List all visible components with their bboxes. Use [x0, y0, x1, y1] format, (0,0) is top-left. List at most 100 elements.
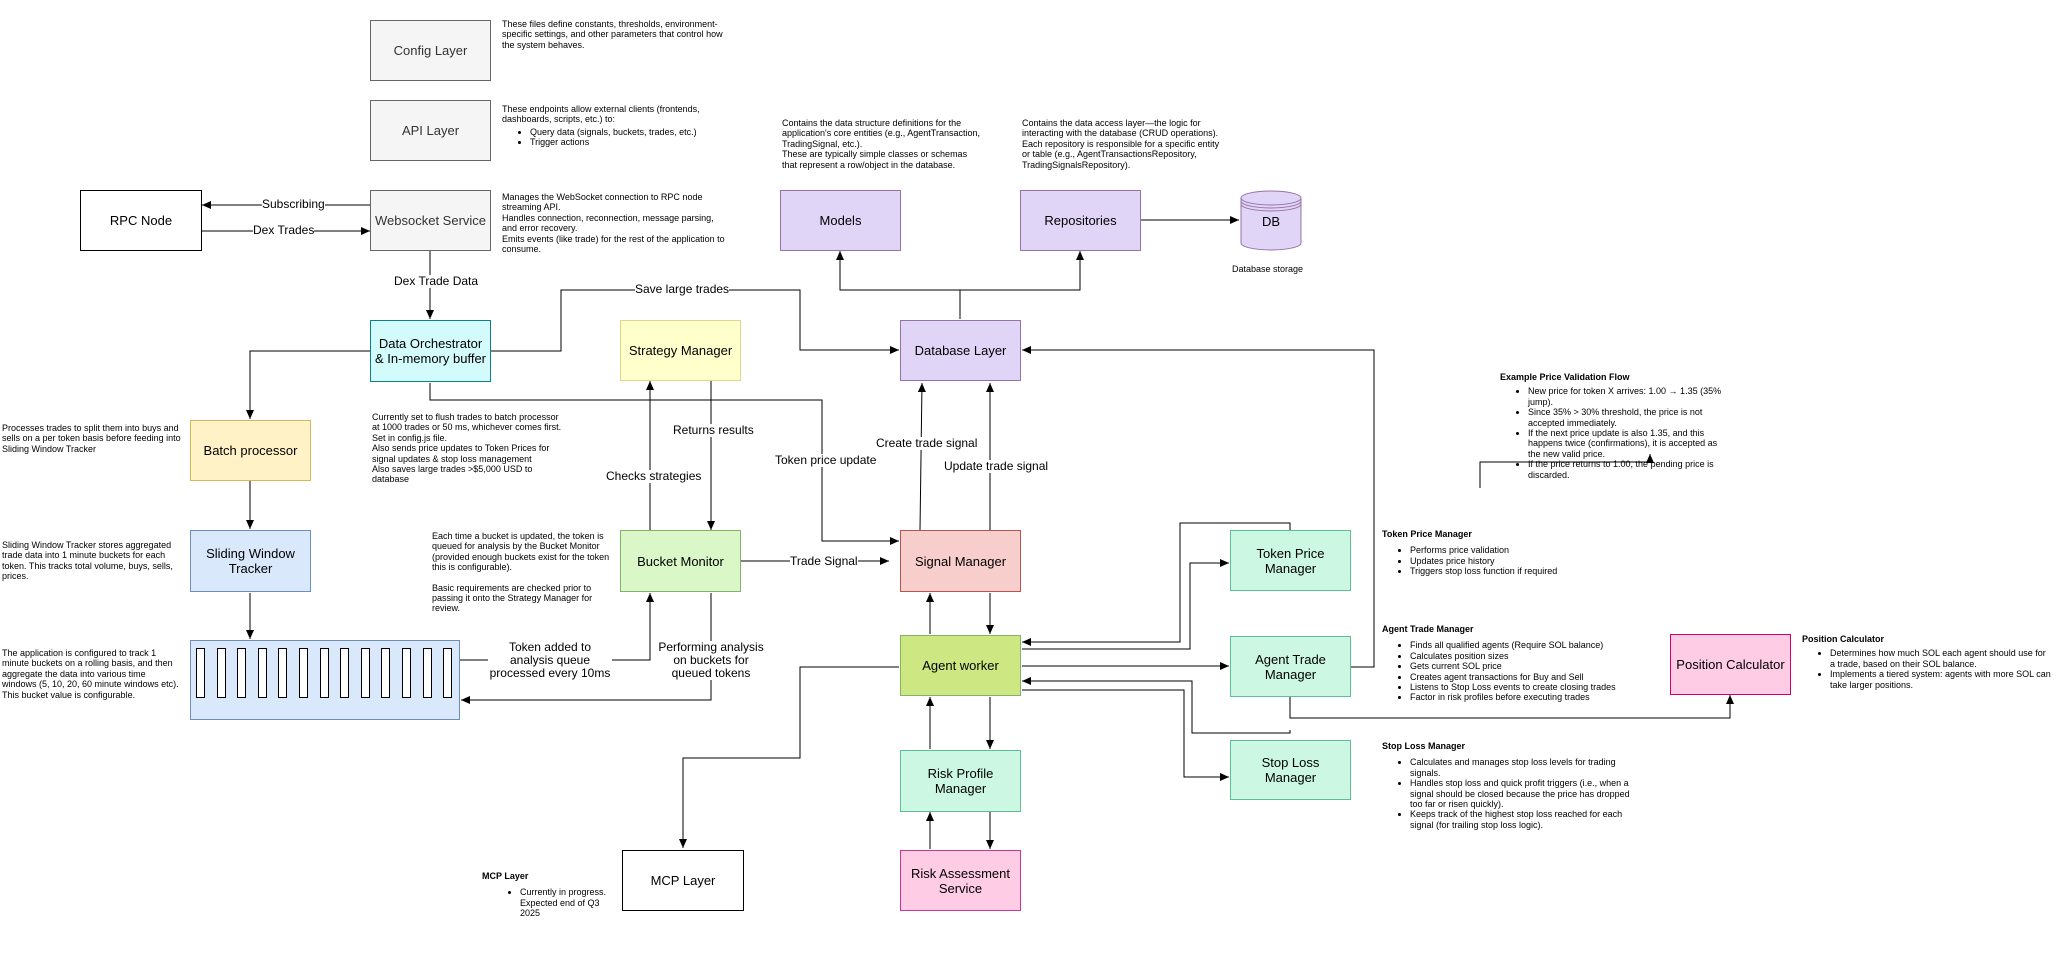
label-trade-signal: Trade Signal	[790, 554, 858, 568]
edge-orchestrator-to-signal	[429, 383, 899, 545]
data-orchestrator-label: Data Orchestrator & In-memory buffer	[374, 336, 487, 366]
sliding-window-tracker-box: Sliding Window Tracker	[190, 530, 311, 592]
label-token-added: Token added to analysis queue processed …	[488, 640, 612, 680]
bucket-cell	[299, 648, 308, 698]
models-box: Models	[780, 190, 901, 251]
sliding-window-tracker-label: Sliding Window Tracker	[206, 546, 295, 576]
edge-orchestrator-to-batch	[246, 350, 370, 419]
risk-profile-manager-box: Risk Profile Manager	[900, 750, 1021, 812]
token-price-manager-box: Token Price Manager	[1230, 530, 1351, 591]
note-api-list: Query data (signals, buckets, trades, et…	[502, 127, 730, 148]
label-returns-results: Returns results	[673, 423, 754, 437]
edge-db-to-repositories	[959, 251, 1084, 319]
stop-loss-manager-box: Stop Loss Manager	[1230, 740, 1351, 800]
note-token-price-title: Token Price Manager	[1382, 529, 1472, 539]
note-mcp: MCP Layer Currently in progress. Expecte…	[482, 871, 622, 919]
label-dex-trades: Dex Trades	[253, 223, 315, 237]
note-token-price-item: Triggers stop loss function if required	[1410, 566, 1622, 576]
note-batch: Processes trades to split them into buys…	[2, 423, 181, 454]
note-token-price-item: Performs price validation	[1410, 545, 1622, 555]
bucket-cell	[319, 648, 329, 698]
note-agent-trade-item: Gets current SOL price	[1410, 661, 1642, 671]
note-api-item: Trigger actions	[530, 137, 730, 147]
note-position-item: Determines how much SOL each agent shoul…	[1830, 648, 2052, 669]
note-buckets: The application is configured to track 1…	[2, 648, 179, 700]
note-agent-trade-list: Finds all qualified agents (Require SOL …	[1382, 640, 1642, 702]
note-price-validation-item: If the next price update is also 1.35, a…	[1528, 428, 1730, 459]
bucket-cell	[360, 648, 370, 698]
database-layer-box: Database Layer	[900, 320, 1021, 381]
note-repositories: Contains the data access layer—the logic…	[1022, 118, 1220, 170]
note-agent-trade-item: Creates agent transactions for Buy and S…	[1410, 672, 1642, 682]
note-bucket-monitor-1: Each time a bucket is updated, the token…	[432, 531, 610, 573]
bucket-cell	[278, 648, 288, 698]
edge-agent-trade-to-db	[1022, 346, 1375, 668]
note-stop-loss: Stop Loss Manager Calculates and manages…	[1382, 741, 1642, 830]
edge-performing-analysis	[461, 593, 712, 704]
label-checks-strategies: Checks strategies	[606, 469, 702, 483]
edge-agent-to-token-price	[1022, 559, 1229, 650]
note-models: Contains the data structure definitions …	[782, 118, 980, 170]
note-agent-trade-title: Agent Trade Manager	[1382, 624, 1474, 634]
bucket-cell	[402, 648, 411, 698]
bucket-cell	[196, 648, 205, 698]
note-stop-loss-item: Handles stop loss and quick profit trigg…	[1410, 778, 1642, 809]
note-agent-trade-item: Listens to Stop Loss events to create cl…	[1410, 682, 1642, 692]
bucket-monitor-box: Bucket Monitor	[620, 530, 741, 592]
agent-trade-manager-label: Agent Trade Manager	[1255, 651, 1326, 682]
note-position-list: Determines how much SOL each agent shoul…	[1802, 648, 2052, 690]
note-position-item: Implements a tiered system: agents with …	[1830, 669, 2052, 690]
note-agent-trade-item: Factor in risk profiles before executing…	[1410, 692, 1642, 702]
repositories-box: Repositories	[1020, 190, 1141, 251]
api-layer-box: API Layer	[370, 100, 491, 161]
note-token-price-list: Performs price validation Updates price …	[1382, 545, 1622, 576]
risk-assessment-service-label: Risk Assessment Service	[911, 865, 1010, 896]
note-stop-loss-title: Stop Loss Manager	[1382, 741, 1466, 751]
bucket-cell	[422, 648, 432, 698]
edge-agent-trade-to-position	[1289, 695, 1734, 719]
note-stop-loss-item: Calculates and manages stop loss levels …	[1410, 757, 1642, 778]
label-performing-analysis: Performing analysis on buckets for queue…	[654, 641, 768, 680]
edge-create-trade-signal	[917, 382, 926, 531]
data-orchestrator-box: Data Orchestrator & In-memory buffer	[370, 320, 491, 382]
note-price-validation-item: If the price returns to 1.00, the pendin…	[1528, 459, 1730, 480]
edge-token-price-note-to-validation	[1479, 454, 1654, 488]
bucket-cell	[216, 648, 226, 698]
label-update-trade-signal: Update trade signal	[944, 459, 1049, 473]
websocket-service-box: Websocket Service	[370, 190, 491, 251]
rpc-node-box: RPC Node	[80, 190, 202, 251]
note-price-validation-title: Example Price Validation Flow	[1500, 372, 1630, 382]
note-agent-trade-item: Calculates position sizes	[1410, 651, 1642, 661]
edge-stop-loss-to-agent	[1022, 677, 1291, 734]
label-dex-trade-data: Dex Trade Data	[394, 274, 479, 288]
note-agent-trade-item: Finds all qualified agents (Require SOL …	[1410, 640, 1642, 650]
note-stop-loss-list: Calculates and manages stop loss levels …	[1382, 757, 1642, 830]
risk-profile-manager-label: Risk Profile Manager	[927, 766, 994, 796]
label-create-trade-signal: Create trade signal	[876, 436, 978, 450]
label-save-large-trades: Save large trades	[635, 282, 730, 296]
note-bucket-monitor-2: Basic requirements are checked prior to …	[432, 582, 593, 614]
note-websocket: Manages the WebSocket connection to RPC …	[502, 192, 725, 255]
bucket-array	[190, 640, 460, 720]
edge-db-to-models	[836, 251, 961, 319]
edge-token-price-to-agent	[1022, 522, 1291, 646]
note-token-price: Token Price Manager Performs price valid…	[1382, 529, 1622, 577]
note-db-caption: Database storage	[1232, 264, 1304, 274]
stop-loss-manager-label: Stop Loss Manager	[1261, 755, 1320, 785]
note-config: These files define constants, thresholds…	[502, 19, 723, 50]
note-mcp-list: Currently in progress. Expected end of Q…	[482, 887, 622, 918]
config-layer-box: Config Layer	[370, 20, 491, 81]
note-mcp-title: MCP Layer	[482, 871, 529, 881]
note-api-intro: These endpoints allow external clients (…	[502, 104, 700, 125]
agent-trade-manager-box: Agent Trade Manager	[1230, 636, 1351, 697]
note-stop-loss-item: Keeps track of the highest stop loss rea…	[1410, 809, 1642, 830]
note-position: Position Calculator Determines how much …	[1802, 634, 2052, 690]
note-token-price-item: Updates price history	[1410, 556, 1622, 566]
note-position-title: Position Calculator	[1802, 634, 1885, 644]
note-sliding: Sliding Window Tracker stores aggregated…	[2, 540, 173, 582]
label-token-price-update: Token price update	[775, 453, 877, 467]
token-price-manager-label: Token Price Manager	[1256, 545, 1325, 576]
note-price-validation-item: Since 35% > 30% threshold, the price is …	[1528, 407, 1730, 428]
bucket-cell	[443, 648, 453, 698]
signal-manager-box: Signal Manager	[900, 530, 1021, 592]
